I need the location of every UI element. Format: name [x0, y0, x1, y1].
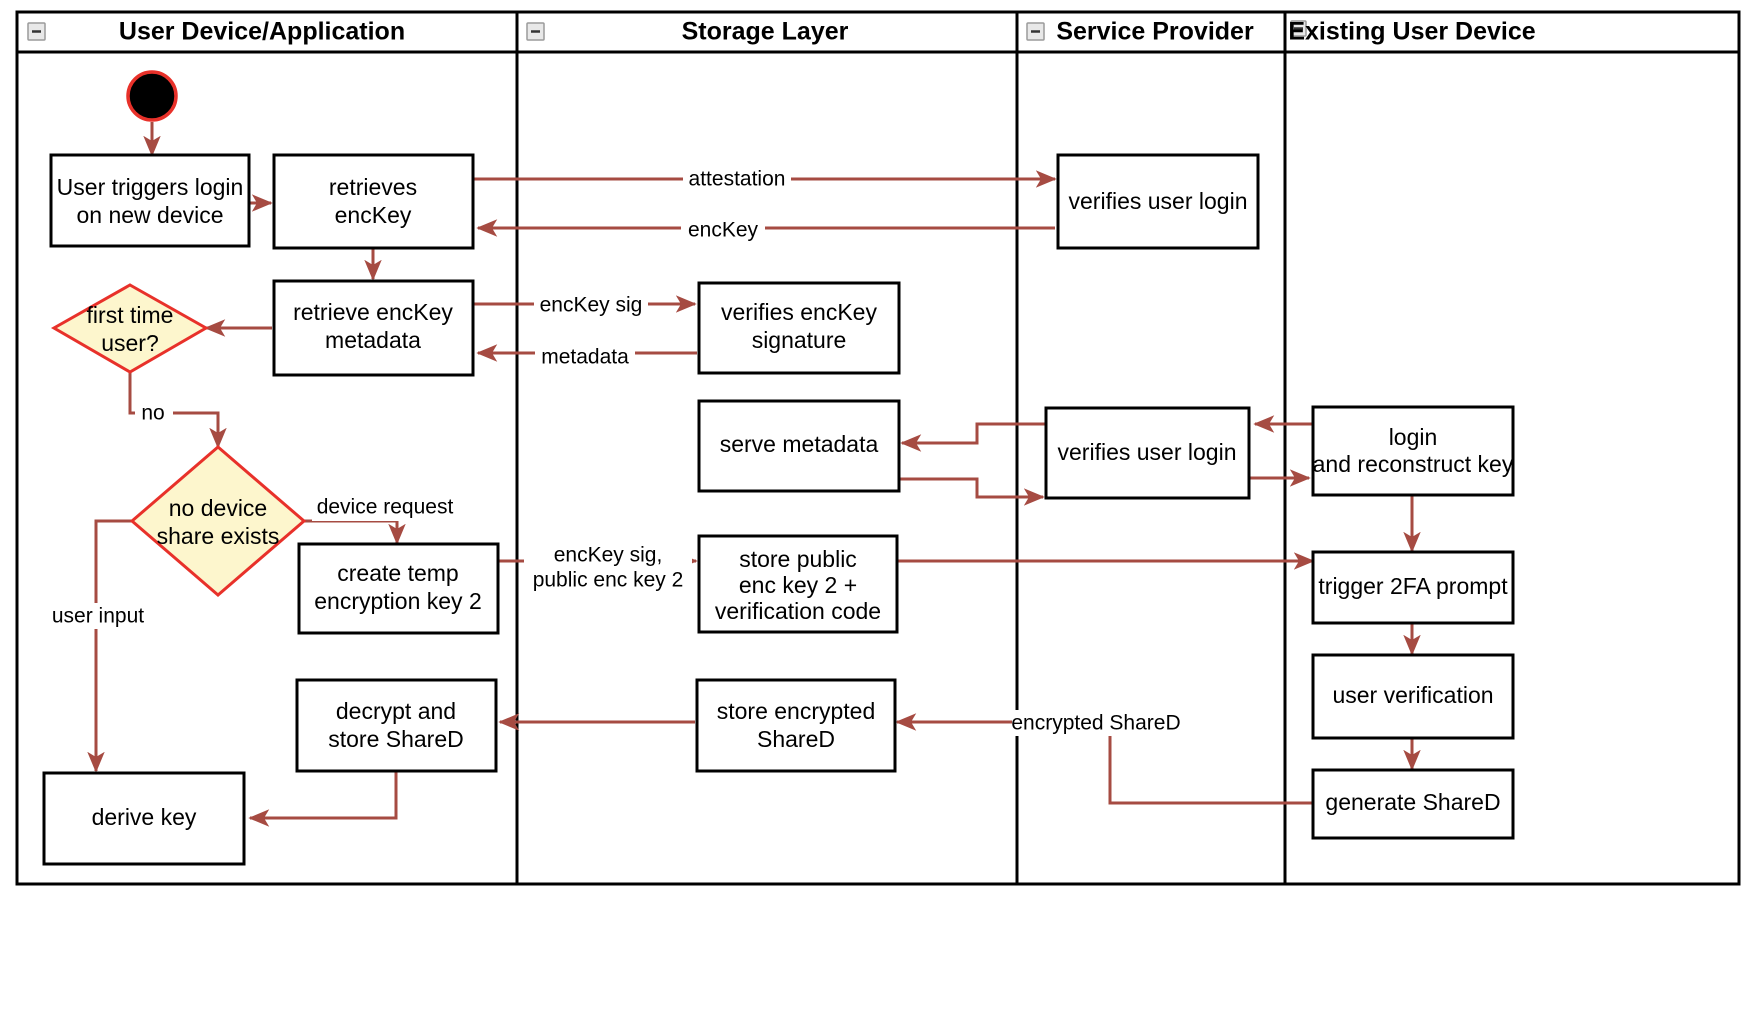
node-verifies-user-login-2[interactable]: verifies user login — [1044, 406, 1251, 500]
edge-label-user-input: user input — [46, 603, 151, 629]
node-create-temp-key[interactable]: create temp encryption key 2 — [297, 542, 500, 635]
decision-no-device-share[interactable]: no device share exists — [129, 445, 307, 597]
node-verifies-user-login-1[interactable]: verifies user login — [1056, 153, 1260, 250]
edge-label-no: no — [135, 400, 173, 426]
svg-text:device request: device request — [317, 496, 454, 519]
node-line: signature — [752, 327, 847, 353]
node-line: ShareD — [757, 726, 835, 752]
svg-text:public enc key 2: public enc key 2 — [533, 569, 684, 592]
node-line: serve metadata — [720, 431, 879, 457]
node-line: retrieve encKey — [293, 299, 453, 325]
collapse-minus-icon-lane-2[interactable] — [526, 22, 545, 41]
svg-text:encrypted ShareD: encrypted ShareD — [1011, 712, 1180, 735]
edge-label-enckey: encKey — [681, 217, 765, 243]
collapse-minus-icon-lane-4[interactable] — [1290, 20, 1307, 37]
svg-text:encKey sig,: encKey sig, — [554, 544, 663, 567]
node-line: enc key 2 + — [739, 572, 857, 598]
node-store-encrypted-shared[interactable]: store encrypted ShareD — [695, 678, 897, 773]
node-generate-shared[interactable]: generate ShareD — [1311, 768, 1515, 840]
node-line: verification code — [715, 598, 881, 624]
edge-label-enckey-sig-public-enc-key-2: encKey sig, public enc key 2 — [524, 542, 692, 594]
node-line: login — [1389, 424, 1438, 450]
node-line: decrypt and — [336, 698, 456, 724]
edge-serve-metadata-to-verify — [900, 477, 1045, 506]
svg-text:encKey: encKey — [688, 219, 759, 242]
lane-label-existing-device: Existing User Device — [1288, 18, 1535, 46]
decision-line: user? — [101, 330, 159, 356]
node-line: user verification — [1332, 682, 1493, 708]
node-decrypt-store-shared[interactable]: decrypt and store ShareD — [295, 678, 498, 773]
node-line: derive key — [92, 804, 197, 830]
node-line: retrieves — [329, 174, 417, 200]
node-retrieves-enckey[interactable]: retrieves encKey — [272, 153, 475, 250]
edge-decrypt-to-derive — [248, 772, 398, 827]
node-line: verifies user login — [1058, 439, 1237, 465]
edge-label-enckey-sig: encKey sig — [534, 292, 648, 318]
decision-line: first time — [87, 302, 174, 328]
node-retrieve-enckey-metadata[interactable]: retrieve encKey metadata — [272, 279, 475, 377]
node-verifies-enckey-signature[interactable]: verifies encKey signature — [697, 281, 901, 375]
decision-line: no device — [169, 495, 267, 521]
node-line: store encrypted — [717, 698, 876, 724]
lane-header-service-provider: Service Provider — [1026, 18, 1254, 46]
node-line: User triggers login — [57, 174, 244, 200]
edge-encrypted-shared — [895, 713, 1313, 805]
edge-label-metadata: metadata — [535, 344, 635, 370]
node-line: verifies user login — [1069, 188, 1248, 214]
svg-text:user input: user input — [52, 605, 144, 628]
node-user-verification[interactable]: user verification — [1311, 653, 1515, 740]
node-line: trigger 2FA prompt — [1318, 573, 1508, 599]
collapse-minus-icon-lane-3[interactable] — [1026, 22, 1045, 41]
edge-user-input — [87, 519, 132, 773]
lane-header-user-device: User Device/Application — [27, 18, 405, 46]
node-line: generate ShareD — [1325, 789, 1500, 815]
node-line: and reconstruct key — [1313, 451, 1514, 477]
node-trigger-2fa-prompt[interactable]: trigger 2FA prompt — [1311, 550, 1515, 625]
edge-label-device-request: device request — [312, 495, 458, 521]
decision-first-time-user[interactable]: first time user? — [50, 283, 210, 374]
node-line: encryption key 2 — [314, 588, 481, 614]
svg-text:metadata: metadata — [541, 346, 629, 369]
lane-label-storage: Storage Layer — [682, 18, 849, 46]
node-line: store public — [739, 546, 857, 572]
node-line: store ShareD — [328, 726, 464, 752]
lane-header-existing-device: Existing User Device — [1288, 18, 1535, 46]
node-line: metadata — [325, 327, 421, 353]
edge-label-attestation: attestation — [683, 166, 791, 192]
edge-verify-to-serve-metadata — [900, 422, 1045, 452]
svg-text:attestation: attestation — [689, 168, 786, 191]
node-line: create temp — [337, 560, 458, 586]
lane-header-storage: Storage Layer — [526, 18, 849, 46]
lane-label-service-provider: Service Provider — [1056, 18, 1254, 46]
svg-text:no: no — [141, 402, 164, 425]
node-line: on new device — [76, 202, 223, 228]
node-store-public-enc-key[interactable]: store public enc key 2 + verification co… — [697, 534, 899, 634]
edge-label-encrypted-shared: encrypted ShareD — [1011, 710, 1181, 736]
node-login-and-reconstruct-key[interactable]: login and reconstruct key — [1311, 405, 1515, 497]
node-line: verifies encKey — [721, 299, 877, 325]
svg-text:encKey sig: encKey sig — [540, 294, 643, 317]
node-line: encKey — [335, 202, 412, 228]
start-node — [126, 70, 178, 122]
node-serve-metadata[interactable]: serve metadata — [697, 399, 901, 493]
collapse-minus-icon-lane-1[interactable] — [27, 22, 46, 41]
lane-label-user-device: User Device/Application — [119, 18, 405, 46]
edge-no-branch — [128, 372, 227, 449]
node-derive-key[interactable]: derive key — [42, 771, 246, 866]
node-user-triggers-login[interactable]: User triggers login on new device — [49, 153, 251, 248]
decision-line: share exists — [157, 523, 280, 549]
